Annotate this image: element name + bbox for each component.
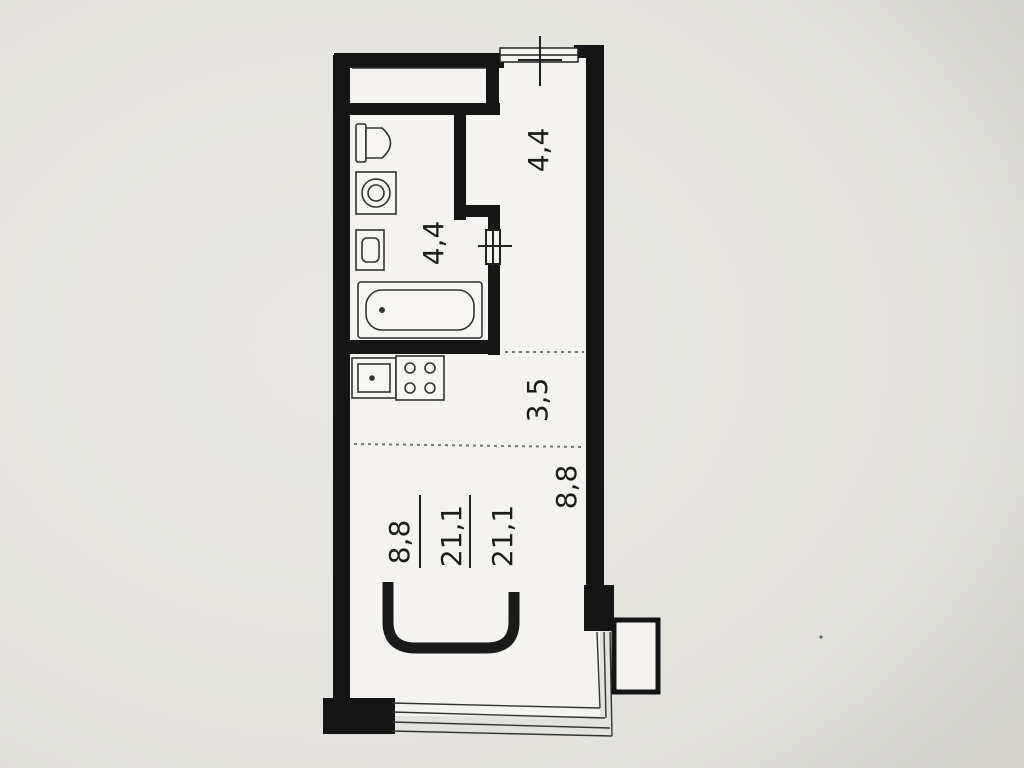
sink-icon (355, 229, 385, 271)
bathtub-icon (357, 281, 483, 339)
area-label-kitchen: 3,5 (521, 378, 554, 423)
stove-icon (395, 355, 445, 401)
area-label-bathroom: 4,4 (417, 221, 450, 266)
toilet-icon (355, 123, 392, 163)
door-marker-bathroom (478, 224, 512, 268)
window-bottom (391, 631, 613, 737)
sofa-icon (382, 582, 520, 654)
wall-left (333, 55, 350, 710)
wall-right-pier (584, 585, 614, 631)
outer-walls (323, 45, 614, 734)
wall-top (334, 53, 504, 68)
summary-total-area-repeat: 21,1 (486, 505, 519, 567)
balcony (611, 617, 661, 695)
paper-speck (819, 635, 823, 639)
summary-total-area: 21,1 (435, 505, 468, 567)
summary-living-area: 8,8 (383, 520, 416, 565)
washing-machine-icon (355, 171, 397, 215)
area-summary-separators (419, 495, 471, 568)
area-label-living-room: 8,8 (550, 465, 583, 510)
area-label-hallway: 4,4 (522, 128, 555, 173)
wall-right (586, 48, 604, 630)
kitchen-sink-icon (351, 357, 397, 399)
door-marker-top (518, 36, 562, 86)
zone-separators (353, 351, 585, 448)
wall-bottom-corner (323, 698, 395, 734)
